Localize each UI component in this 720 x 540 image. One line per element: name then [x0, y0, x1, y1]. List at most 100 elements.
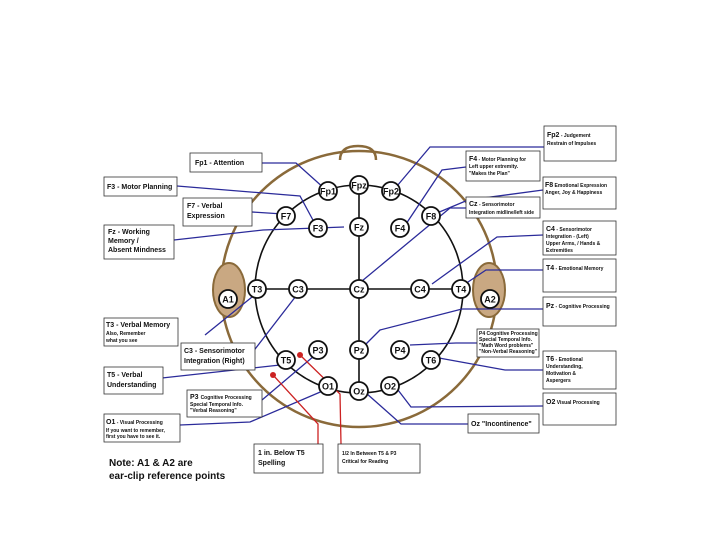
red-leader-lines	[270, 352, 342, 445]
label-f3: F3 - Motor Planning	[103, 176, 178, 197]
leader-t5-below	[272, 374, 319, 444]
label-c4-line-1: Integration - (Left)	[546, 234, 589, 240]
electrode-c3: C3	[288, 279, 308, 299]
label-cz: Cz - Sensorimotor Integration midline/le…	[465, 196, 541, 219]
label-t5-below-title-2: Spelling	[258, 460, 285, 467]
electrode-fp2-label: Fp2	[383, 187, 399, 197]
label-o1-line-1: If you want to remember,	[106, 428, 166, 434]
electrode-pz: Pz	[349, 340, 369, 360]
electrode-f7: F7	[276, 206, 296, 226]
electrode-a1: A1	[218, 289, 238, 309]
leader-fp1	[262, 162, 326, 190]
label-fp2-title: Fp2 - Judgement	[547, 132, 591, 139]
label-c3-title: C3 - Sensorimotor	[184, 348, 245, 355]
label-t5-p3-between-title: 1/2 In Between T5 & P3	[342, 451, 397, 457]
label-t5-title-2: Understanding	[107, 382, 156, 389]
label-c4-line-2: Upper Arms, / Hands &	[546, 241, 601, 247]
leader-lines	[161, 146, 544, 426]
label-fp1-title: Fp1 - Attention	[195, 160, 244, 167]
electrode-cz: Cz	[349, 279, 369, 299]
label-fp2: Fp2 - Judgement Restrain of Impulses	[543, 125, 617, 162]
electrode-fp1: Fp1	[318, 181, 338, 201]
electrode-o2: O2	[380, 376, 400, 396]
label-f8: F8 Emotional Expression Anger, Joy & Hap…	[542, 176, 617, 210]
electrode-t4-label: T4	[456, 285, 467, 295]
label-oz-title: Oz "Incontinence"	[471, 421, 532, 428]
electrode-p3: P3	[308, 340, 328, 360]
label-t5: T5 - Verbal Understanding	[103, 366, 164, 395]
leader-t4	[461, 269, 543, 287]
label-t4-title: T4 - Emotional Memory	[546, 265, 604, 272]
leader-c4	[431, 234, 544, 285]
label-c3: C3 - Sensorimotor Integration (Right)	[180, 342, 256, 371]
electrode-fp2: Fp2	[381, 181, 401, 201]
label-t5-title: T5 - Verbal	[107, 372, 142, 379]
leader-pz	[364, 308, 543, 346]
leader-oz	[365, 392, 468, 425]
label-f7-title: F7 - Verbal	[187, 203, 222, 210]
marker-t5-below	[270, 372, 276, 378]
electrode-t5-label: T5	[281, 356, 292, 366]
electrode-f3-label: F3	[313, 224, 324, 234]
label-t6: T6 - Emotional Understanding, Motivation…	[542, 350, 617, 390]
label-fz-title-2: Memory /	[108, 238, 139, 245]
electrode-t3: T3	[247, 279, 267, 299]
label-fp2-line-1: Restrain of Impulses	[547, 141, 596, 147]
label-f7-title-2: Expression	[187, 213, 225, 220]
label-t6-line-1: Understanding,	[546, 364, 583, 370]
label-t3: T3 - Verbal Memory Also, Remember what y…	[103, 317, 179, 347]
electrode-o1: O1	[318, 376, 338, 396]
label-c4-line-3: Extremities	[546, 248, 573, 254]
electrode-a1-label: A1	[222, 295, 234, 305]
electrode-pz-label: Pz	[354, 346, 365, 356]
electrode-t6-label: T6	[426, 356, 437, 366]
leader-fp2	[396, 146, 544, 187]
electrode-o1-label: O1	[322, 382, 334, 392]
leader-t6	[438, 357, 543, 371]
label-t4: T4 - Emotional Memory	[542, 258, 617, 293]
electrode-oz: Oz	[349, 381, 369, 401]
label-cz-line-1: Integration midline/left side	[469, 210, 534, 216]
electrode-o2-label: O2	[384, 382, 396, 392]
electrode-f8-label: F8	[426, 212, 437, 222]
electrode-t4: T4	[451, 279, 471, 299]
label-t6-title: T6 - Emotional	[546, 356, 583, 363]
label-o2: O2 Visual Processing	[542, 392, 617, 426]
note-line-1: Note: A1 & A2 are	[109, 458, 193, 469]
electrode-c3-label: C3	[292, 285, 304, 295]
electrode-f3: F3	[308, 218, 328, 238]
leader-p3	[261, 355, 315, 401]
leader-t3	[204, 296, 253, 336]
label-fp1: Fp1 - Attention	[189, 152, 263, 173]
label-oz: Oz "Incontinence"	[467, 413, 540, 434]
electrodes: Fp1 Fpz Fp2 F7 F3 Fz F4 F8 T3 C3 Cz C4 T…	[218, 175, 500, 401]
nose-outline	[338, 144, 378, 161]
label-p3-line-2: "Verbal Reasoning"	[190, 408, 237, 414]
note-line-2: ear-clip reference points	[109, 471, 226, 482]
label-p3-line-1: Special Temporal Info.	[190, 402, 244, 408]
marker-t5-p3-between	[297, 352, 303, 358]
label-o1: O1 - Visual Processing If you want to re…	[103, 413, 181, 443]
electrode-a2: A2	[480, 289, 500, 309]
label-p4: P4 Cognitive Processing Special Temporal…	[476, 328, 540, 358]
label-fz-title-3: Absent Mindness	[108, 247, 166, 254]
electrode-cz-label: Cz	[354, 285, 365, 295]
electrode-c4: C4	[410, 279, 430, 299]
reference-note: Note: A1 & A2 are ear-clip reference poi…	[109, 458, 226, 482]
label-fz: Fz - Working Memory / Absent Mindness	[103, 224, 175, 260]
electrode-f4-label: F4	[395, 224, 406, 234]
electrode-p4-label: P4	[394, 346, 405, 356]
leader-f4	[405, 166, 467, 225]
leader-cz	[361, 207, 466, 282]
electrode-t3-label: T3	[252, 285, 263, 295]
leader-p4	[409, 342, 477, 346]
label-t5-below: 1 in. Below T5 Spelling	[253, 443, 324, 474]
electrode-fp1-label: Fp1	[320, 187, 336, 197]
label-f8-title: F8 Emotional Expression	[545, 182, 607, 189]
electrode-f7-label: F7	[281, 212, 292, 222]
electrode-c4-label: C4	[414, 285, 426, 295]
electrode-t5: T5	[276, 350, 296, 370]
leader-o1	[179, 389, 326, 426]
